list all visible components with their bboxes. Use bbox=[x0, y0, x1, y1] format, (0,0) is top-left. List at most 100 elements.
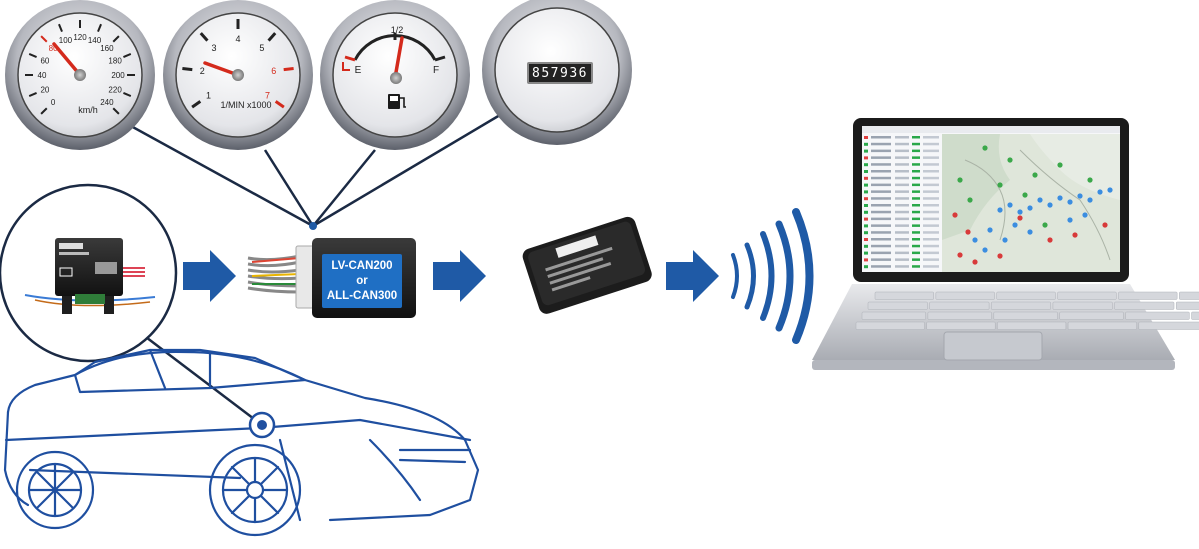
tach-tick-label: 6 bbox=[271, 66, 276, 76]
speed-tick-label: 220 bbox=[108, 86, 122, 95]
gauge-connector-lines bbox=[119, 113, 501, 228]
adapter-or: or bbox=[356, 274, 368, 287]
speed-tick-label: 240 bbox=[100, 98, 114, 107]
map-marker bbox=[997, 253, 1003, 259]
map-marker bbox=[1027, 229, 1033, 235]
map-marker bbox=[1047, 237, 1053, 243]
map-marker bbox=[997, 207, 1003, 213]
speed-tick bbox=[123, 53, 132, 58]
laptop-trackpad bbox=[943, 331, 1043, 361]
adapter-model-2: ALL-CAN300 bbox=[326, 289, 398, 302]
map-marker bbox=[967, 197, 973, 203]
fuel-empty-label: E bbox=[355, 65, 362, 76]
map-marker bbox=[972, 259, 978, 265]
fuel-full-label: F bbox=[433, 65, 439, 76]
tach-tick bbox=[274, 100, 285, 109]
gps-tracker-icon bbox=[522, 216, 652, 314]
map-marker bbox=[1067, 199, 1073, 205]
speed-tick-label: 20 bbox=[40, 86, 49, 95]
map-marker bbox=[1037, 197, 1043, 203]
map-marker bbox=[1027, 205, 1033, 211]
car-icon bbox=[3, 348, 480, 537]
speed-tick-label: 180 bbox=[108, 56, 122, 65]
speed-tick bbox=[28, 53, 37, 58]
map-marker bbox=[965, 229, 971, 235]
map-marker bbox=[1087, 197, 1093, 203]
tach-tick-label: 7 bbox=[265, 91, 270, 101]
map-marker bbox=[1082, 212, 1088, 218]
speed-tick-label: 100 bbox=[59, 36, 73, 45]
map-marker bbox=[1057, 162, 1063, 168]
map-marker bbox=[1012, 222, 1018, 228]
map-marker bbox=[972, 237, 978, 243]
laptop-keyboard bbox=[855, 291, 1199, 330]
map-markers bbox=[952, 145, 1113, 265]
tach-tick bbox=[267, 32, 277, 42]
flow-arrows bbox=[183, 250, 719, 302]
can-adapter-device bbox=[247, 238, 416, 318]
map-marker bbox=[1102, 222, 1108, 228]
simple-can-reader-icon bbox=[55, 238, 145, 314]
map-marker bbox=[982, 247, 988, 253]
map-marker bbox=[1032, 172, 1038, 178]
can-adapter-label: LV-CAN200 or ALL-CAN300 bbox=[324, 256, 400, 306]
tachometer-unit-label: 1/MIN x1000 bbox=[220, 100, 271, 110]
speed-tick-label: 40 bbox=[38, 71, 47, 80]
map-marker bbox=[1067, 217, 1073, 223]
speed-tick bbox=[112, 35, 120, 43]
tach-tick-label: 5 bbox=[259, 43, 264, 53]
arrow-right-icon bbox=[433, 250, 486, 302]
map-marker bbox=[957, 252, 963, 258]
speed-tick bbox=[40, 107, 48, 115]
map-marker bbox=[1007, 157, 1013, 163]
tach-tick bbox=[191, 100, 202, 109]
fuel-pump-icon bbox=[388, 94, 406, 109]
speed-tick-label: 80 bbox=[49, 44, 58, 53]
map-marker bbox=[1097, 189, 1103, 195]
speedometer-unit-label: km/h bbox=[78, 105, 98, 115]
tach-tick-label: 3 bbox=[212, 43, 217, 53]
map-marker bbox=[1022, 192, 1028, 198]
speed-tick-label: 60 bbox=[40, 56, 49, 65]
map-marker bbox=[957, 177, 963, 183]
tach-tick bbox=[199, 32, 209, 42]
fuel-needle bbox=[393, 36, 404, 80]
map-marker bbox=[1057, 195, 1063, 201]
speed-tick bbox=[28, 92, 37, 97]
map-marker bbox=[1087, 177, 1093, 183]
map-marker bbox=[1017, 215, 1023, 221]
vehicle-list-panel bbox=[864, 136, 939, 269]
map-marker bbox=[1107, 187, 1113, 193]
map-marker bbox=[982, 145, 988, 151]
tach-tick-label: 2 bbox=[200, 66, 205, 76]
speed-tick bbox=[112, 107, 120, 115]
speed-tick-label: 160 bbox=[100, 44, 114, 53]
fuel-half-label: 1/2 bbox=[391, 25, 404, 35]
speed-tick-label: 140 bbox=[88, 36, 102, 45]
speed-tick-label: 120 bbox=[73, 33, 87, 42]
simple-can-magnifier bbox=[0, 183, 263, 426]
speedometer-needle bbox=[52, 42, 82, 77]
map-marker bbox=[987, 227, 993, 233]
wireless-signal-icon bbox=[731, 208, 814, 344]
connector-junction bbox=[309, 222, 317, 230]
speed-tick bbox=[40, 35, 48, 43]
tach-tick bbox=[182, 67, 193, 72]
tach-tick bbox=[283, 67, 294, 72]
map-marker bbox=[1077, 193, 1083, 199]
speed-tick bbox=[97, 23, 102, 32]
map-marker bbox=[1042, 222, 1048, 228]
map-marker bbox=[1072, 232, 1078, 238]
map-marker bbox=[1007, 202, 1013, 208]
map-marker bbox=[1017, 209, 1023, 215]
arrow-right-icon bbox=[666, 250, 719, 302]
speed-tick bbox=[123, 92, 132, 97]
adapter-model-1: LV-CAN200 bbox=[331, 259, 393, 272]
speed-tick-label: 0 bbox=[51, 98, 56, 107]
speed-tick-label: 200 bbox=[111, 71, 125, 80]
